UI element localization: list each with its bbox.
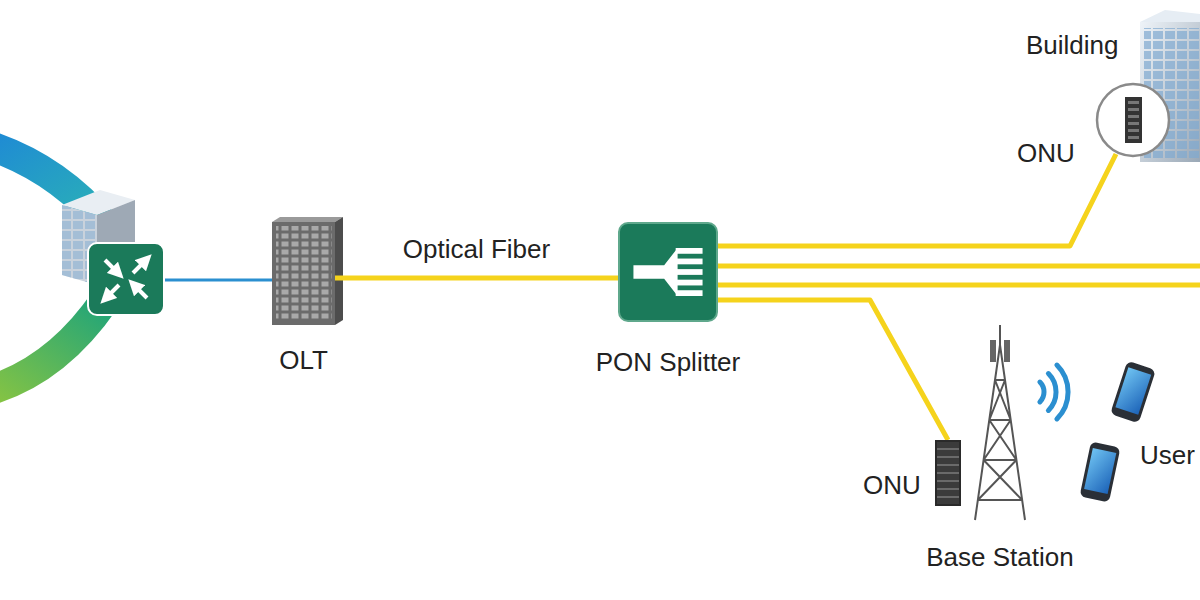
- pon-splitter: PON Splitter: [618, 222, 718, 322]
- rack-slot: [1128, 115, 1139, 118]
- rack-slot: [1128, 129, 1139, 132]
- router-arrow: [105, 260, 118, 273]
- smartphone: [1110, 361, 1156, 424]
- node-label: PON Splitter: [596, 347, 741, 377]
- splitter-branch: [676, 259, 703, 265]
- olt-rack-slots: [276, 226, 332, 321]
- wireless-waves: [1040, 365, 1068, 419]
- phone-body: [1110, 361, 1156, 424]
- rack-slot: [1128, 136, 1139, 139]
- olt-device: OLT: [272, 222, 335, 325]
- phone-body: [1080, 441, 1121, 502]
- splitter-branch: [676, 248, 703, 254]
- copper-link: [164, 279, 272, 282]
- onu-device: ONU: [935, 440, 961, 506]
- onu-device: ONU: [1095, 82, 1171, 158]
- edge-label: Optical Fiber: [403, 234, 550, 264]
- node-label: ONU: [1017, 138, 1075, 168]
- router-arrow: [106, 285, 119, 298]
- olt-rack-top: [272, 217, 343, 222]
- router-arrow: [134, 285, 147, 298]
- phone-screen: [1115, 367, 1151, 414]
- router-arrow: [133, 260, 146, 273]
- olt-rack: [272, 222, 335, 325]
- antenna-panel: [990, 340, 996, 362]
- rack-slot: [1128, 101, 1139, 104]
- fiber-drop: [718, 264, 1200, 269]
- network-cloud-band: [0, 300, 105, 395]
- optical-fiber-link: [718, 300, 948, 440]
- node-label: Base Station: [926, 542, 1073, 572]
- onu-circle-outline: [1095, 82, 1171, 158]
- rack-slot: [1128, 108, 1139, 111]
- node-label: ONU: [863, 470, 921, 500]
- antenna-panel: [1004, 340, 1010, 362]
- onu-circle: [1097, 84, 1169, 156]
- optical-fiber-link: [335, 276, 618, 281]
- splitter-trunk: [633, 248, 677, 296]
- user-devices: User: [1080, 360, 1165, 505]
- smartphone: [1080, 441, 1121, 502]
- fiber-drop: [718, 283, 1200, 288]
- splitter-branch: [676, 280, 703, 286]
- splitter-branch: [676, 290, 703, 296]
- node-label: Building: [1026, 30, 1119, 60]
- phone-screen: [1084, 448, 1116, 494]
- splitter-branch: [676, 269, 703, 275]
- rack-slot: [1128, 122, 1139, 125]
- node-label: User: [1140, 440, 1195, 470]
- onu-rack: [1125, 97, 1142, 143]
- splitter-icon: [620, 224, 716, 320]
- router-symbol: [88, 243, 164, 315]
- tower-lattice: [975, 325, 1025, 520]
- olt-rack-side: [335, 217, 343, 325]
- node-label: OLT: [279, 345, 328, 375]
- base-station: Base Station: [970, 340, 1030, 522]
